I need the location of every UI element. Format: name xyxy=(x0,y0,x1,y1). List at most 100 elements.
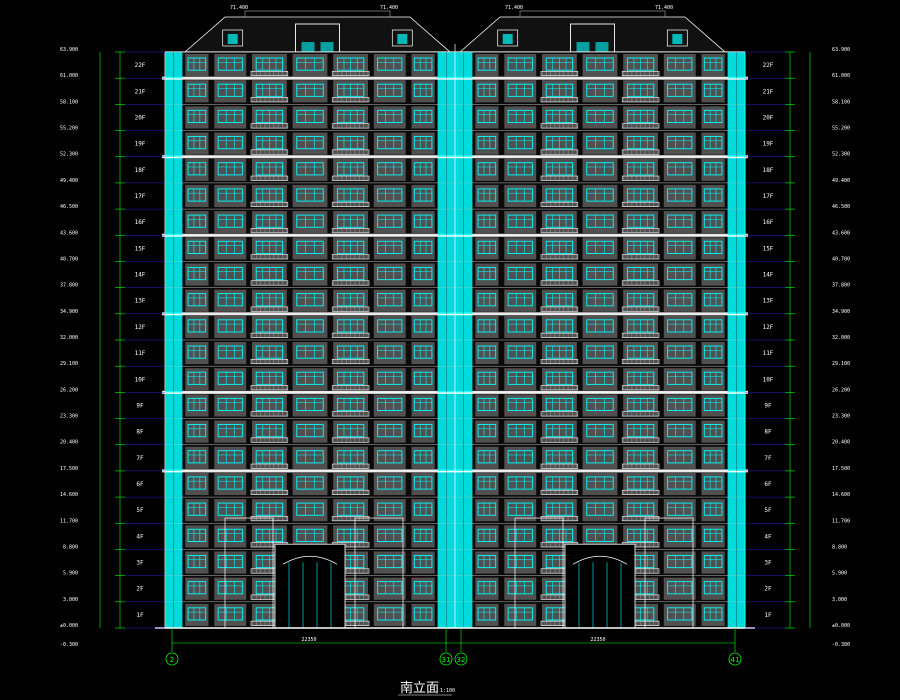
window-frame xyxy=(703,476,723,490)
wall-panel xyxy=(663,263,696,286)
dormer-glass xyxy=(672,34,683,44)
wall-panel xyxy=(214,132,247,155)
window-frame xyxy=(477,450,497,464)
wall-panel xyxy=(663,158,696,181)
wall-panel xyxy=(504,368,537,391)
level-elevation: 5.900 xyxy=(832,571,847,577)
floor-label: 6F xyxy=(764,481,772,488)
level-elevation: 26.200 xyxy=(60,387,78,393)
level-elevation: 58.100 xyxy=(832,99,850,105)
wall-panel xyxy=(475,132,499,155)
window-frame xyxy=(296,371,324,385)
window-frame xyxy=(187,476,207,490)
window-frame xyxy=(703,136,723,150)
window-frame xyxy=(187,371,207,385)
window-frame xyxy=(586,136,614,150)
wall-panel xyxy=(292,106,328,129)
wall-panel xyxy=(663,420,696,443)
wall-panel xyxy=(411,446,435,469)
axis-label: 41 xyxy=(731,656,740,664)
floor-label: 9F xyxy=(136,402,144,409)
window-frame xyxy=(586,528,614,542)
wall-panel xyxy=(504,420,537,443)
window-frame xyxy=(703,83,723,97)
entrance-portal xyxy=(564,543,636,629)
wall-panel xyxy=(373,237,406,260)
wall-panel xyxy=(292,420,328,443)
wall-panel xyxy=(292,211,328,234)
window-frame xyxy=(477,371,497,385)
window-frame xyxy=(477,240,497,254)
window-frame xyxy=(667,397,693,412)
level-elevation: 37.800 xyxy=(60,283,78,289)
window-frame xyxy=(507,240,533,254)
window-frame xyxy=(377,109,403,124)
window-frame xyxy=(703,581,723,595)
window-frame xyxy=(477,607,497,621)
window-frame xyxy=(667,214,693,228)
window-frame xyxy=(586,293,614,307)
wall-panel xyxy=(582,342,618,365)
window-frame xyxy=(187,293,207,307)
wall-panel xyxy=(701,394,725,417)
wall-panel xyxy=(475,315,499,338)
window-frame xyxy=(296,450,324,464)
floor-label: 1F xyxy=(764,612,772,619)
floor-label: 20F xyxy=(763,114,774,121)
window-frame xyxy=(377,371,403,385)
window-frame xyxy=(703,554,723,569)
floor-label: 7F xyxy=(136,455,144,462)
wall-panel xyxy=(582,315,618,338)
wall-panel xyxy=(475,80,499,103)
window-frame xyxy=(296,345,324,359)
wall-panel xyxy=(504,577,537,600)
level-elevation: 5.900 xyxy=(63,571,78,577)
window-frame xyxy=(217,188,243,202)
window-frame xyxy=(667,109,693,124)
axis-bubble xyxy=(454,652,468,666)
window-frame xyxy=(477,476,497,490)
wall-panel xyxy=(411,132,435,155)
wall-panel xyxy=(475,106,499,129)
wall-panel xyxy=(504,603,537,626)
wall-panel xyxy=(411,184,435,208)
wall-panel xyxy=(214,211,247,234)
floor-label: 4F xyxy=(136,533,144,540)
roof-elevation-label: 71.400 xyxy=(505,5,523,11)
wall-panel xyxy=(411,80,435,103)
window-frame xyxy=(703,528,723,542)
level-elevation: 8.800 xyxy=(832,544,847,550)
floor-label: 14F xyxy=(135,272,146,279)
wall-panel xyxy=(214,368,247,391)
axis-bubble xyxy=(439,652,453,666)
window-frame xyxy=(377,319,403,333)
wall-panel xyxy=(475,211,499,234)
window-frame xyxy=(667,162,693,176)
wall-panel xyxy=(292,54,328,77)
window-frame xyxy=(703,57,723,71)
floor-label: 17F xyxy=(763,193,774,200)
wall-panel xyxy=(373,368,406,391)
wall-panel xyxy=(214,184,247,208)
window-frame xyxy=(507,162,533,176)
wall-panel xyxy=(475,551,499,574)
window-frame xyxy=(217,450,243,464)
ground-level-label: -0.300 xyxy=(60,642,78,648)
entrance-portal xyxy=(274,543,346,629)
wall-panel xyxy=(475,368,499,391)
window-frame xyxy=(296,214,324,228)
window-frame xyxy=(703,266,723,281)
wall-panel xyxy=(292,263,328,286)
wall-panel xyxy=(185,263,209,286)
level-elevation: 29.100 xyxy=(60,361,78,367)
window-frame xyxy=(667,502,693,516)
level-elevation: 43.600 xyxy=(60,230,78,236)
wall-panel xyxy=(663,184,696,208)
wall-panel xyxy=(475,158,499,181)
wall-panel xyxy=(373,472,406,496)
wall-panel xyxy=(411,499,435,522)
wall-panel xyxy=(214,551,247,574)
wall-panel xyxy=(373,342,406,365)
wall-panel xyxy=(701,263,725,286)
wall-panel xyxy=(701,525,725,548)
